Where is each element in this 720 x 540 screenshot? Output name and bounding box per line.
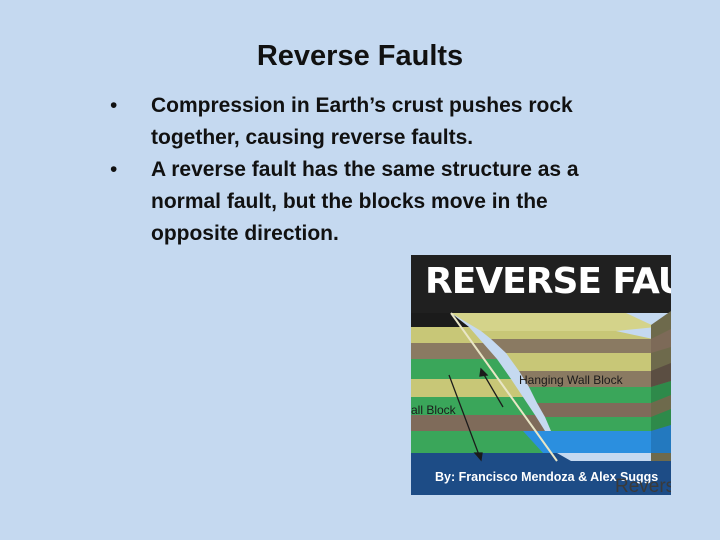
bullet-list: • Compression in Earth’s crust pushes ro… bbox=[108, 90, 588, 250]
diagram-header bbox=[411, 255, 671, 313]
hanging-wall-label: Hanging Wall Block bbox=[519, 373, 624, 387]
footwall-label: all Block bbox=[411, 403, 457, 417]
diagram-title: REVERSE FAULT bbox=[425, 261, 671, 302]
fault-line bbox=[450, 312, 558, 462]
bullet-item: • Compression in Earth’s crust pushes ro… bbox=[108, 90, 588, 154]
bullet-item: • A reverse fault has the same structure… bbox=[108, 154, 588, 250]
bullet-text: Compression in Earth’s crust pushes rock… bbox=[151, 94, 573, 149]
movement-arrows bbox=[448, 367, 504, 462]
bullet-marker: • bbox=[110, 158, 118, 181]
block-side-face bbox=[651, 311, 671, 461]
bullet-text: A reverse fault has the same structure a… bbox=[151, 158, 579, 245]
diagram-credit: By: Francisco Mendoza & Alex Suggs bbox=[435, 470, 658, 484]
slide-title: Reverse Faults bbox=[256, 40, 464, 72]
diagram-corner-text: Revers bbox=[615, 476, 671, 495]
bullet-marker: • bbox=[110, 94, 118, 117]
reverse-fault-diagram: REVERSE FAULT bbox=[411, 255, 671, 495]
hanging-wall-block bbox=[411, 313, 671, 495]
